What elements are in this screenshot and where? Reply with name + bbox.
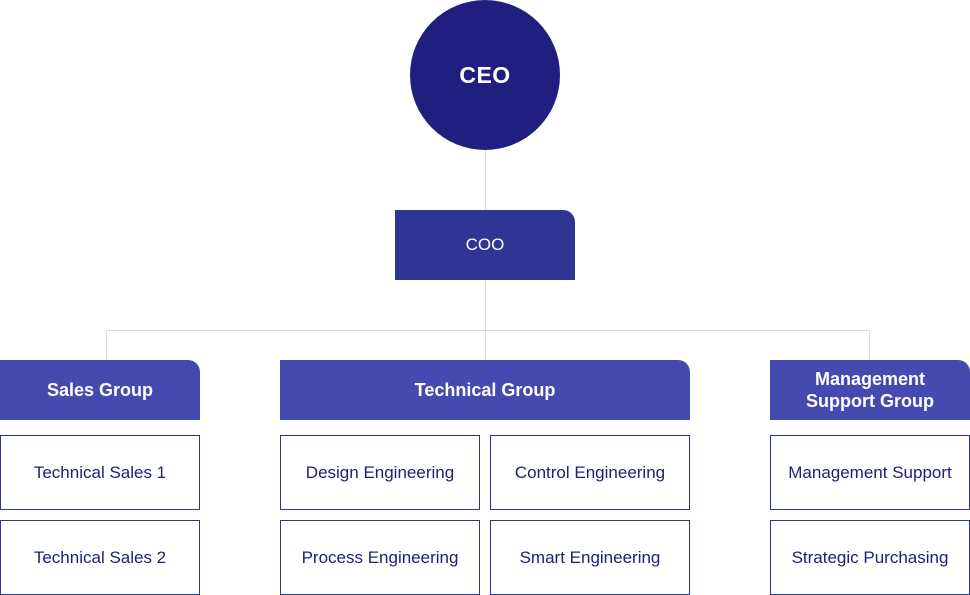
technical-group-header: Technical Group: [280, 360, 690, 420]
dept-management-support: Management Support: [770, 435, 970, 510]
coo-label: COO: [465, 235, 505, 254]
dept-smart-engineering: Smart Engineering: [490, 520, 690, 595]
connector-horizontal: [106, 330, 870, 331]
dept-label: Control Engineering: [514, 462, 666, 482]
dept-label: Strategic Purchasing: [791, 547, 949, 567]
dept-strategic-purchasing: Strategic Purchasing: [770, 520, 970, 595]
sales-group-header: Sales Group: [0, 360, 200, 420]
dept-technical-sales-1: Technical Sales 1: [0, 435, 200, 510]
ceo-node: CEO: [410, 0, 560, 150]
dept-label: Technical Sales 1: [33, 462, 167, 482]
dept-design-engineering: Design Engineering: [280, 435, 480, 510]
dept-label: Technical Sales 2: [33, 547, 167, 567]
management-group-label: Management Support Group: [806, 369, 934, 411]
management-group-header: Management Support Group: [770, 360, 970, 420]
ceo-label: CEO: [459, 61, 511, 88]
coo-node: COO: [395, 210, 575, 280]
technical-group-label: Technical Group: [414, 380, 556, 400]
dept-control-engineering: Control Engineering: [490, 435, 690, 510]
dept-label: Design Engineering: [305, 462, 455, 482]
dept-process-engineering: Process Engineering: [280, 520, 480, 595]
connector-to-management: [869, 330, 870, 360]
dept-technical-sales-2: Technical Sales 2: [0, 520, 200, 595]
dept-label: Management Support: [788, 462, 952, 482]
connector-coo-groups: [485, 280, 486, 360]
sales-group-label: Sales Group: [46, 380, 154, 400]
connector-to-sales: [106, 330, 107, 360]
dept-label: Process Engineering: [301, 547, 459, 567]
dept-label: Smart Engineering: [519, 547, 661, 567]
connector-ceo-coo: [485, 150, 486, 210]
